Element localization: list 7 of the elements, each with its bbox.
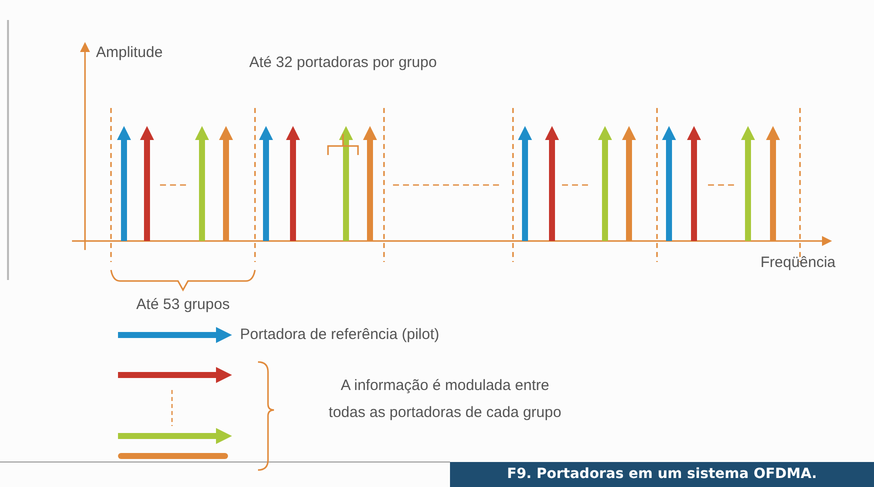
- annotation-text: Até 32 portadoras por grupo: [248, 53, 438, 73]
- legend-text: A informação é modulada entre todas as portadoras de cada grupo: [328, 376, 562, 423]
- axis-label: Freqüência: [760, 254, 836, 272]
- axis-label: Amplitude: [96, 44, 163, 62]
- annotation-text: Até 53 grupos: [136, 296, 230, 314]
- legend-text: Portadora de referência (pilot): [240, 326, 440, 344]
- figure-caption: F9. Portadoras em um sistema OFDMA.: [450, 462, 874, 487]
